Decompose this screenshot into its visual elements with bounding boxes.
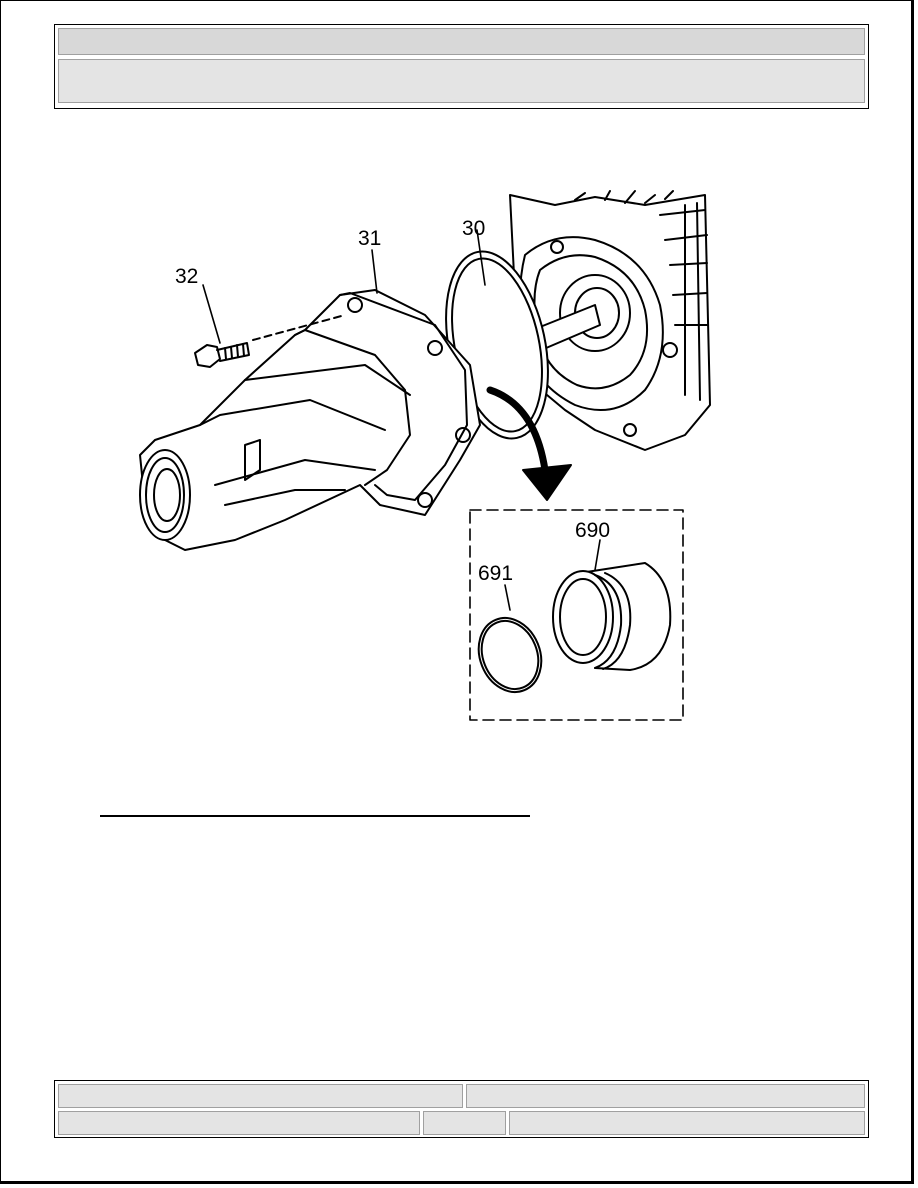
footer-cell-1 (58, 1084, 463, 1108)
page-footer (54, 1080, 869, 1138)
callout-690: 690 (575, 519, 610, 542)
footer-cell-5 (509, 1111, 865, 1135)
footer-cell-2 (466, 1084, 865, 1108)
page-header (54, 24, 869, 109)
exploded-view-illustration: 32 31 30 691 690 (139, 190, 711, 721)
detail-box (469, 509, 684, 721)
detail-arrow (486, 386, 572, 501)
callout-31: 31 (358, 227, 381, 250)
callout-32: 32 (175, 265, 198, 288)
header-title (58, 28, 865, 55)
callout-30: 30 (462, 217, 485, 240)
section-rule (100, 815, 530, 817)
footer-cell-3 (58, 1111, 420, 1135)
bolt (194, 314, 346, 368)
callout-691: 691 (478, 562, 513, 585)
footer-cell-4 (423, 1111, 506, 1135)
extension-housing (139, 289, 481, 551)
leader-lines (202, 229, 601, 611)
header-subtitle (58, 59, 865, 103)
transmission-case (509, 190, 711, 451)
